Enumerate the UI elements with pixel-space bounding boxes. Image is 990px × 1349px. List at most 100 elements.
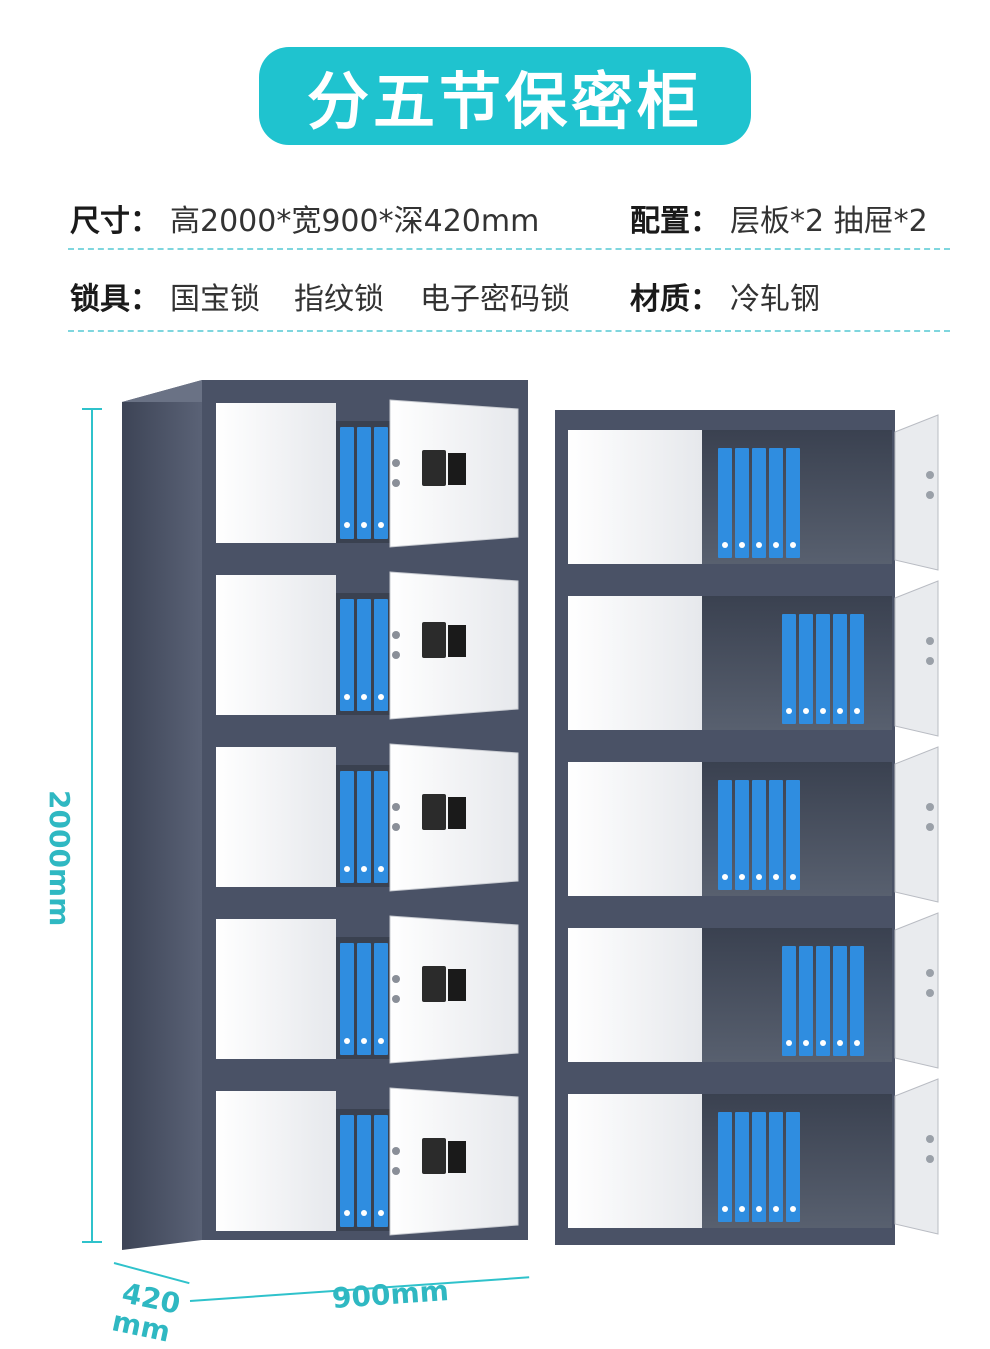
config-value: 层板*2 抽屉*2: [730, 204, 928, 239]
folder: [786, 1112, 800, 1222]
keypad: [422, 1138, 446, 1174]
folder-ring: [739, 874, 745, 880]
hinge: [392, 631, 400, 639]
folder-ring: [739, 542, 745, 548]
folder: [752, 780, 766, 890]
size-label: 尺寸：: [70, 204, 160, 239]
keypad: [422, 794, 446, 830]
hinge: [926, 657, 934, 665]
keypad-buttons: [448, 625, 466, 657]
config-label: 配置：: [630, 204, 720, 239]
folder-ring: [837, 1040, 843, 1046]
page-title: 分五节保密柜: [306, 65, 703, 138]
hinge: [926, 471, 934, 479]
folder: [833, 946, 847, 1056]
folder: [374, 427, 388, 539]
folder-ring: [786, 708, 792, 714]
folder-ring: [378, 1210, 384, 1216]
hinge: [392, 803, 400, 811]
folder: [357, 427, 371, 539]
folder: [374, 943, 388, 1055]
folder-ring: [344, 522, 350, 528]
right-compartment: [568, 580, 939, 737]
hinge: [392, 995, 400, 1003]
folder-ring: [756, 874, 762, 880]
folder: [374, 599, 388, 711]
divider: [68, 330, 950, 332]
folder-ring: [722, 542, 728, 548]
cabinet-door: [216, 403, 336, 543]
left-compartment: [216, 571, 519, 720]
folder-ring: [361, 1038, 367, 1044]
folder: [799, 614, 813, 724]
folder: [340, 771, 354, 883]
cabinet-door: [216, 1091, 336, 1231]
folder-ring: [378, 522, 384, 528]
folder-ring: [739, 1206, 745, 1212]
folder: [782, 614, 796, 724]
lock-value-1: 国宝锁: [170, 282, 260, 317]
folder-ring: [790, 1206, 796, 1212]
folder-ring: [361, 1210, 367, 1216]
keypad-buttons: [448, 1141, 466, 1173]
cabinet-door: [216, 575, 336, 715]
folder-ring: [361, 694, 367, 700]
folder-ring: [361, 866, 367, 872]
material-label: 材质：: [630, 282, 720, 317]
folder: [357, 599, 371, 711]
keypad: [422, 966, 446, 1002]
keypad-buttons: [448, 969, 466, 1001]
folder: [833, 614, 847, 724]
folder: [340, 943, 354, 1055]
right-compartment: [568, 414, 939, 571]
hinge: [392, 823, 400, 831]
folder: [735, 780, 749, 890]
cabinet-door: [216, 919, 336, 1059]
folder: [786, 448, 800, 558]
material-value: 冷轧钢: [730, 282, 820, 317]
keypad: [422, 622, 446, 658]
hinge: [392, 1167, 400, 1175]
hinge: [392, 651, 400, 659]
keypad-buttons: [448, 453, 466, 485]
cabinet-door: [568, 928, 702, 1062]
folder-ring: [773, 1206, 779, 1212]
folder: [374, 771, 388, 883]
folder-ring: [803, 708, 809, 714]
folder: [357, 771, 371, 883]
folder: [735, 448, 749, 558]
hinge: [926, 1155, 934, 1163]
cabinet-door: [568, 762, 702, 896]
folder-ring: [820, 708, 826, 714]
lock-value-2: 指纹锁: [294, 282, 384, 317]
folder-ring: [378, 694, 384, 700]
folder: [752, 1112, 766, 1222]
height-label: 2000mm: [43, 790, 76, 927]
lock-value-3: 电子密码锁: [420, 282, 570, 317]
folder: [769, 780, 783, 890]
hinge: [392, 1147, 400, 1155]
cabinet-door: [568, 596, 702, 730]
folder-ring: [344, 866, 350, 872]
cabinet-door: [568, 1094, 702, 1228]
folder-ring: [790, 542, 796, 548]
folder: [718, 448, 732, 558]
keypad-buttons: [448, 797, 466, 829]
folder: [357, 1115, 371, 1227]
folder-ring: [790, 874, 796, 880]
folder-ring: [378, 1038, 384, 1044]
right-compartment: [568, 746, 939, 903]
folder: [850, 946, 864, 1056]
height-dimension-tick: [82, 1241, 102, 1243]
folder: [718, 1112, 732, 1222]
left-compartment: [216, 399, 519, 548]
folder-ring: [344, 1210, 350, 1216]
lock-label: 锁具：: [70, 282, 160, 317]
open-door: [894, 414, 939, 571]
folder: [769, 448, 783, 558]
folder-ring: [803, 1040, 809, 1046]
folder: [340, 599, 354, 711]
divider: [68, 248, 950, 250]
size-value: 高2000*宽900*深420mm: [170, 204, 540, 239]
